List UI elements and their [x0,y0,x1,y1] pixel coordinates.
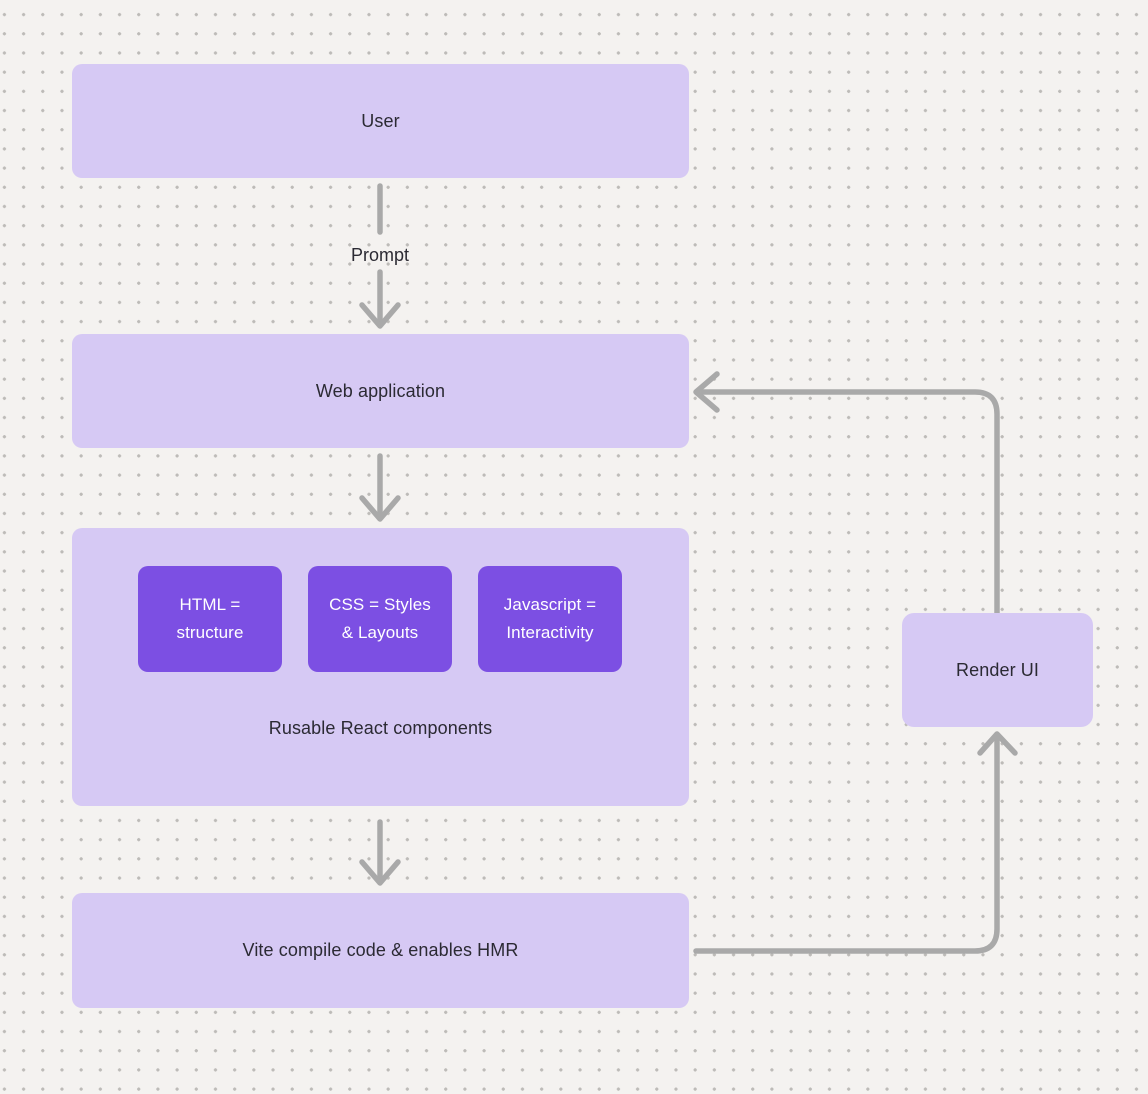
node-html-structure-line1: HTML = [179,595,241,614]
connector-webapp-components [359,453,401,522]
arrowhead-down-icon [359,302,401,329]
node-render-ui-label: Render UI [956,659,1039,680]
node-web-application[interactable]: Web application [72,334,689,448]
node-web-application-label: Web application [315,380,446,401]
arrowhead-up-icon [977,731,1018,756]
connector-vite-renderui [693,731,1018,954]
node-javascript-interactivity-line2: Interactivity [506,623,594,642]
node-css-styles-line1: CSS = Styles [329,595,431,614]
connector-components-vite [359,819,401,886]
node-javascript-interactivity-line1: Javascript = [503,595,597,614]
arrowhead-left-icon [693,371,720,413]
arrowhead-down-icon [359,859,401,886]
node-user-label: User [361,110,400,131]
arrowhead-down-icon [359,495,401,522]
node-css-styles-line2: & Layouts [341,623,419,642]
node-user[interactable]: User [72,64,689,178]
edge-label-prompt: Prompt [350,245,410,265]
node-html-structure-line2: structure [176,623,244,642]
node-vite-compile-label: Vite compile code & enables HMR [242,940,519,960]
node-javascript-interactivity[interactable]: Javascript = Interactivity [478,566,622,672]
connector-renderui-webapp [693,371,1000,616]
node-react-components-group-label: Rusable React components [268,718,493,738]
node-css-styles[interactable]: CSS = Styles & Layouts [308,566,452,672]
node-html-structure[interactable]: HTML = structure [138,566,282,672]
node-react-components-group[interactable]: HTML = structure CSS = Styles & Layouts … [72,528,689,806]
node-render-ui[interactable]: Render UI [902,613,1093,727]
node-vite-compile[interactable]: Vite compile code & enables HMR [72,893,689,1008]
